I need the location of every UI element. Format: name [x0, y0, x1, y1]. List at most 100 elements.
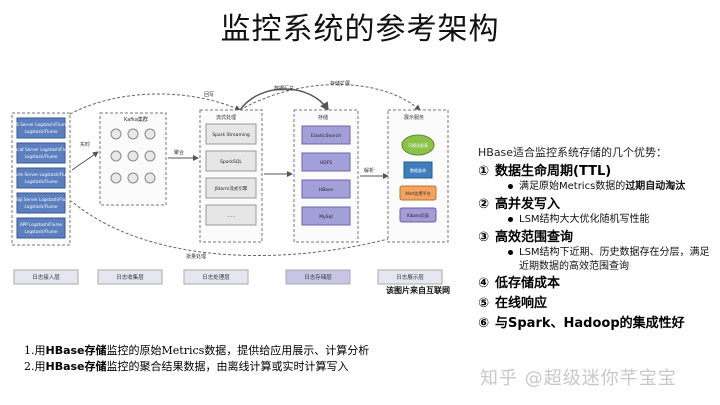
advantage-text: 与Spark、Hadoop的集成性好	[495, 315, 685, 331]
display-item-label: Kibana页面	[407, 213, 429, 218]
source-node-label-sub: Logstash/Flume	[25, 179, 58, 184]
layer-label: 日志处理层	[183, 269, 249, 285]
kafka-label: Kafka集群	[124, 116, 148, 123]
advantage-detail: LSM结构大大优化随机写性能	[478, 213, 718, 227]
advantage-text: 低存储成本	[495, 276, 561, 292]
stream-item-label: Spark Streaming	[212, 132, 250, 138]
layer-label-box	[377, 269, 443, 285]
layer-label-box	[13, 269, 79, 285]
kafka-node	[127, 172, 139, 184]
advantage-number: ③	[478, 229, 490, 245]
notes: 1.用HBase存储监控的原始Metrics数据，提供给应用展示、计算分析 2.…	[24, 343, 369, 375]
layer-label-box	[285, 269, 351, 285]
edge-label-mid3: 解析	[364, 167, 374, 174]
layer-label: 日志存储层	[285, 269, 351, 285]
watermark: 知乎 @超级迷你芊宝宝	[480, 368, 677, 389]
layer-label: 日志收集层	[97, 269, 163, 285]
advantage-number: ②	[478, 196, 490, 212]
source-node-box	[16, 142, 66, 164]
source-node-label-sub: Logstash/Flume	[25, 154, 58, 159]
storage-item-box	[301, 206, 351, 226]
layer-label-box	[183, 269, 249, 285]
stream-item-box	[205, 150, 257, 172]
layer-label: 日志接入层	[13, 269, 79, 285]
advantage-number: ⑤	[478, 296, 490, 312]
page-title: 监控系统的参考架构	[220, 12, 500, 47]
stream-group: 流式处理 Spark StreamingSparkSQLJStorm流式引擎……	[199, 109, 263, 243]
advantage-number: ④	[478, 276, 490, 292]
advantage-item: ③ 高效范围查询	[478, 229, 718, 247]
note-line-2: 2.用HBase存储监控的聚合结果数据，由离线计算或实时计算写入	[24, 359, 349, 373]
edge-label-top3: 存储扩展	[330, 80, 350, 87]
bullet-icon	[508, 217, 513, 223]
kafka-node	[110, 150, 122, 162]
storage-item-label: HBase	[319, 187, 334, 193]
advantage-detail: 满足原始Metrics数据的过期自动淘汰	[478, 180, 718, 194]
source-node-label: APP Logstash/Flume	[20, 222, 63, 227]
source-node-box	[16, 217, 66, 239]
source-group: IIS Server Logstash/FlumeLogstash/FlumeT…	[8, 112, 74, 246]
display-label: 展示服务	[404, 114, 424, 121]
layer-label-text: 日志处理层	[202, 273, 230, 281]
stream-item-label: SparkSQL	[220, 159, 242, 165]
bullet-icon	[508, 184, 513, 190]
kafka-node	[110, 172, 122, 184]
source-node: Tomcat Server Logstash/FlumeLogstash/Flu…	[8, 142, 74, 164]
advantage-item: ⑥ 与Spark、Hadoop的集成性好	[478, 315, 718, 333]
storage-label: 存储	[318, 114, 328, 121]
kafka-group: Kafka集群	[99, 112, 167, 206]
storage-item-box	[301, 152, 351, 172]
kafka-node	[127, 128, 139, 140]
source-node-label-sub: Logstash/Flume	[25, 229, 58, 234]
edge-top-3	[239, 84, 421, 111]
advantage-item: ④ 低存储成本	[478, 275, 718, 293]
image-source-note: 该图片来自互联网	[386, 286, 450, 295]
edge-top-2	[239, 88, 329, 112]
layer-label-text: 日志收集层	[116, 273, 144, 281]
edge-bottom	[69, 199, 421, 256]
note-line-1: 1.用HBase存储监控的原始Metrics数据，提供给应用展示、计算分析	[24, 344, 370, 357]
stream-item-box	[205, 123, 257, 145]
edge-top-1	[69, 93, 241, 115]
display-item-label: Alert告警平台	[405, 190, 431, 196]
layer-label-box	[97, 269, 163, 285]
kafka-node	[144, 172, 156, 184]
display-item-alert: Alert告警平台	[399, 185, 437, 201]
edge-label-mid1: 实时	[80, 141, 90, 148]
architecture-diagram: 回写 数据汇总 存储扩展 批量处理 IIS Server Logstash/Fl…	[0, 80, 475, 290]
stream-item-label: JStorm流式引擎	[214, 185, 248, 192]
advantage-number: ⑥	[478, 315, 490, 331]
display-group: 展示服务 可视化报表 数据查询 Alert告警平台 Kibana页面	[387, 109, 449, 243]
source-node-label-sub: Logstash/Flume	[25, 204, 58, 209]
kafka-node	[144, 150, 156, 162]
advantage-text: 高并发写入	[495, 196, 561, 212]
storage-item-label: ElasticSearch	[311, 133, 341, 139]
advantage-detail: LSM结构下近期、历史数据存在分层，满足近期数据的高效范围查询	[478, 246, 718, 273]
layer-label: 日志展示层	[377, 269, 443, 285]
display-item-report: 可视化报表	[401, 134, 435, 156]
display-item-kibana: Kibana页面	[399, 207, 437, 223]
stream-item-label: ……	[227, 214, 236, 219]
kafka-node	[144, 128, 156, 140]
storage-item-label: MySql	[319, 214, 333, 220]
kafka-node	[127, 150, 139, 162]
storage-item-box	[301, 179, 351, 199]
advantage-text: 高效范围查询	[495, 229, 574, 245]
source-node: Oracle Server Logstash/FlumeLogstash/Flu…	[9, 167, 73, 189]
edge-label-top2: 数据汇总	[274, 85, 294, 92]
source-node-box	[16, 167, 66, 189]
bullet-icon	[508, 250, 513, 256]
display-item-label: 数据查询	[410, 167, 426, 173]
edge-label-top1: 回写	[204, 92, 214, 98]
layer-label-text: 日志存储层	[304, 273, 332, 281]
source-node-box	[16, 117, 66, 139]
source-node-label: Oracle Server Logstash/Flume	[9, 172, 72, 177]
advantage-number: ①	[478, 163, 490, 179]
source-node-label: IIS Server Logstash/Flume	[14, 122, 69, 127]
stream-item-box	[205, 204, 257, 226]
